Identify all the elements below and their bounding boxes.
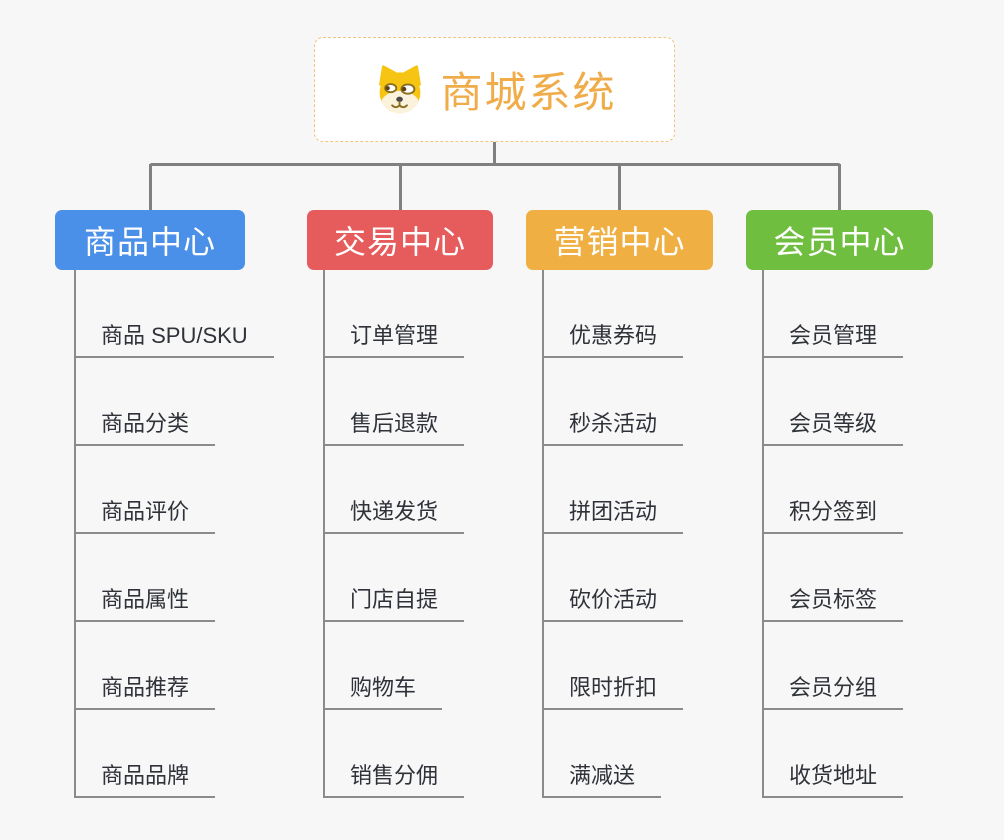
branch-node-2[interactable]: 交易中心 [307, 210, 493, 270]
branch-node-3[interactable]: 营销中心 [526, 210, 713, 270]
connector-bus [150, 163, 840, 166]
leaf-node[interactable]: 订单管理 [323, 318, 465, 358]
leaf-cell: 商品分类 [74, 358, 274, 446]
branch-label: 会员中心 [773, 224, 906, 260]
leaf-cell: 售后退款 [323, 358, 465, 446]
leaf-node[interactable]: 快递发货 [323, 494, 465, 534]
leaf-cell: 积分签到 [762, 446, 904, 534]
root-title: 商城系统 [440, 69, 617, 116]
leaf-cell: 销售分佣 [323, 710, 465, 798]
leaf-cell: 门店自提 [323, 534, 465, 622]
leaf-cell: 商品属性 [74, 534, 274, 622]
leaf-cell: 会员等级 [762, 358, 904, 446]
leaf-cell: 收货地址 [762, 710, 904, 798]
connector-branch-drop [618, 164, 621, 210]
leaf-node[interactable]: 优惠券码 [542, 318, 684, 358]
leaf-column-2: 订单管理售后退款快递发货门店自提购物车销售分佣 [323, 270, 465, 798]
branch-node-1[interactable]: 商品中心 [55, 210, 245, 270]
leaf-cell: 满减送 [542, 710, 683, 798]
connector-branch-drop [838, 164, 841, 210]
leaf-cell: 砍价活动 [542, 534, 684, 622]
leaf-node[interactable]: 销售分佣 [323, 758, 465, 798]
leaf-cell: 拼团活动 [542, 446, 684, 534]
leaf-cell: 会员管理 [762, 270, 904, 358]
leaf-node[interactable]: 售后退款 [323, 406, 465, 446]
root-node[interactable]: 商城系统 [314, 37, 675, 142]
leaf-cell: 秒杀活动 [542, 358, 684, 446]
leaf-cell: 商品 SPU/SKU [74, 270, 274, 358]
leaf-column-1: 商品 SPU/SKU 商品分类商品评价商品属性商品推荐商品品牌 [74, 270, 274, 798]
leaf-cell: 优惠券码 [542, 270, 684, 358]
leaf-node[interactable]: 砍价活动 [542, 582, 684, 622]
leaf-cell: 商品品牌 [74, 710, 274, 798]
leaf-node[interactable]: 购物车 [323, 670, 443, 710]
leaf-node[interactable]: 积分签到 [762, 494, 904, 534]
connector-root-drop [493, 142, 496, 164]
leaf-node[interactable]: 拼团活动 [542, 494, 684, 534]
leaf-node[interactable]: 门店自提 [323, 582, 465, 622]
connector-branch-drop [398, 164, 402, 210]
leaf-node[interactable]: 会员等级 [762, 406, 904, 446]
leaf-node[interactable]: 商品分类 [74, 406, 216, 446]
leaf-node[interactable]: 满减送 [542, 758, 662, 798]
branch-label: 营销中心 [553, 224, 686, 260]
leaf-node[interactable]: 会员分组 [762, 670, 904, 710]
leaf-cell: 会员标签 [762, 534, 904, 622]
leaf-node[interactable]: 秒杀活动 [542, 406, 684, 446]
leaf-node[interactable]: 会员管理 [762, 318, 904, 358]
leaf-node[interactable]: 会员标签 [762, 582, 904, 622]
leaf-cell: 快递发货 [323, 446, 465, 534]
leaf-node[interactable]: 商品品牌 [74, 758, 216, 798]
leaf-node[interactable]: 限时折扣 [542, 670, 684, 710]
branch-node-4[interactable]: 会员中心 [746, 210, 933, 270]
leaf-node[interactable]: 收货地址 [762, 758, 904, 798]
leaf-cell: 会员分组 [762, 622, 904, 710]
leaf-node[interactable]: 商品属性 [74, 582, 216, 622]
dog-face-icon [379, 64, 422, 113]
leaf-node[interactable]: 商品 SPU/SKU [74, 318, 274, 358]
leaf-cell: 商品推荐 [74, 622, 274, 710]
leaf-node[interactable]: 商品推荐 [74, 670, 216, 710]
connector-branch-drop [148, 164, 152, 210]
leaf-column-3: 优惠券码秒杀活动拼团活动砍价活动限时折扣满减送 [542, 270, 684, 798]
leaf-cell: 购物车 [323, 622, 464, 710]
leaf-cell: 商品评价 [74, 446, 274, 534]
branch-label: 交易中心 [333, 224, 466, 260]
leaf-column-4: 会员管理会员等级积分签到会员标签会员分组收货地址 [762, 270, 904, 798]
leaf-node[interactable]: 商品评价 [74, 494, 216, 534]
leaf-cell: 订单管理 [323, 270, 465, 358]
branch-label: 商品中心 [83, 224, 216, 260]
leaf-cell: 限时折扣 [542, 622, 684, 710]
